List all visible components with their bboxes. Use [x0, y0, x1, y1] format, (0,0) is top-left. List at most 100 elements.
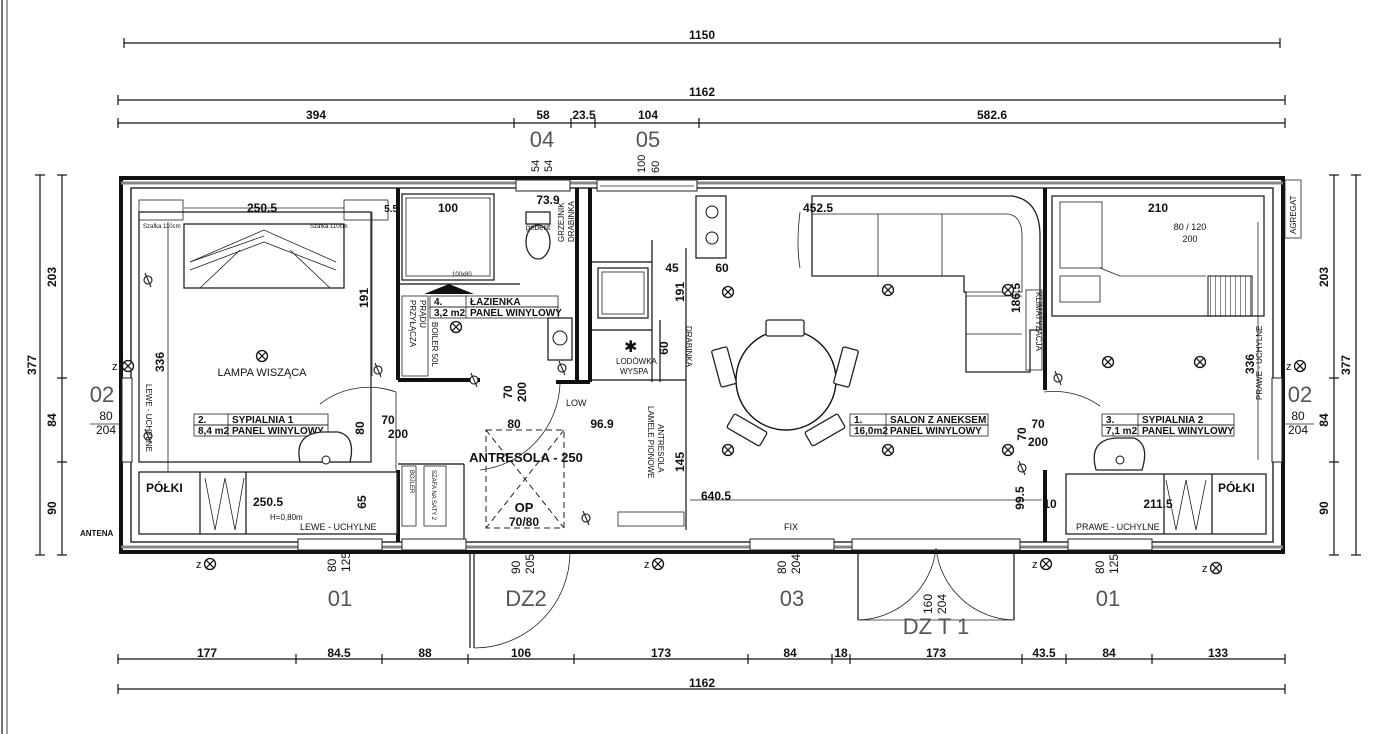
- svg-text:z: z: [1202, 563, 1208, 575]
- svg-text:90: 90: [509, 560, 523, 574]
- svg-text:191: 191: [357, 288, 371, 308]
- svg-text:z: z: [644, 559, 650, 571]
- svg-text:100: 100: [636, 155, 648, 173]
- svg-text:203: 203: [1317, 267, 1331, 287]
- svg-text:640.5: 640.5: [701, 489, 731, 503]
- dim-right: 203 84 90 377: [1317, 174, 1361, 556]
- svg-text:80: 80: [507, 417, 521, 431]
- living-room: 452.5 186.5 KLIMATYZACJA 1. SALON Z ANEK…: [690, 195, 1101, 532]
- svg-text:204: 204: [935, 594, 949, 614]
- svg-text:LEWE - UCHYLNE: LEWE - UCHYLNE: [300, 522, 377, 532]
- terrace-door-dzt1: 160 204 DZ T 1: [851, 538, 1021, 639]
- svg-text:125: 125: [339, 552, 353, 572]
- svg-text:173: 173: [651, 646, 671, 660]
- svg-text:177: 177: [197, 646, 217, 660]
- svg-text:SYPIALNIA 2: SYPIALNIA 2: [1142, 415, 1204, 426]
- svg-text:100x80: 100x80: [452, 272, 472, 278]
- window-02-right: [1271, 377, 1283, 463]
- svg-text:02: 02: [1288, 382, 1312, 407]
- svg-text:204: 204: [1288, 423, 1308, 437]
- svg-text:1162: 1162: [689, 676, 715, 690]
- svg-text:SZAFA NA SATY 2: SZAFA NA SATY 2: [430, 470, 436, 521]
- svg-text:200: 200: [388, 427, 408, 441]
- svg-text:70: 70: [1015, 427, 1029, 441]
- svg-text:03: 03: [780, 586, 804, 611]
- svg-text:211.5: 211.5: [1143, 497, 1173, 511]
- hall: 80 96.9 ANTRESOLA - 250 OP 70/80 LAMELE …: [401, 406, 687, 529]
- window-04: [515, 179, 571, 192]
- svg-text:KLIMATYZACJA: KLIMATYZACJA: [1034, 292, 1043, 352]
- svg-text:GRZEJNIK: GRZEJNIK: [557, 202, 566, 242]
- svg-text:WYSPA: WYSPA: [620, 367, 649, 376]
- svg-text:4.: 4.: [434, 297, 443, 308]
- window-05-code: 05: [636, 127, 660, 152]
- svg-text:2.: 2.: [198, 415, 207, 426]
- svg-text:452.5: 452.5: [803, 201, 833, 215]
- svg-text:80: 80: [99, 409, 113, 423]
- svg-text:PANEL WINYLOWY: PANEL WINYLOWY: [1142, 426, 1234, 437]
- svg-text:43.5: 43.5: [1032, 646, 1056, 660]
- svg-text:ŁAZIENKA: ŁAZIENKA: [470, 297, 521, 308]
- window-02-left: [121, 377, 133, 463]
- mezzanine-label: ANTRESOLA - 250: [469, 450, 583, 465]
- bedside-note: Szafka 110cm: [143, 224, 181, 230]
- svg-text:02: 02: [90, 382, 114, 407]
- generator-label: AGREGAT: [1289, 195, 1298, 234]
- svg-text:01: 01: [328, 586, 352, 611]
- svg-text:ANTRESOLA: ANTRESOLA: [656, 424, 665, 473]
- svg-text:106: 106: [511, 646, 531, 660]
- svg-text:PANEL WINYLOWY: PANEL WINYLOWY: [890, 426, 982, 437]
- svg-text:01: 01: [1096, 586, 1120, 611]
- svg-text:60: 60: [650, 161, 662, 173]
- svg-text:PANEL WINYLOWY: PANEL WINYLOWY: [232, 426, 324, 437]
- window-03: [749, 538, 835, 551]
- window-01-left: [297, 538, 383, 551]
- svg-text:160: 160: [921, 594, 935, 614]
- svg-text:73.9: 73.9: [536, 193, 560, 207]
- svg-text:16,0m2: 16,0m2: [854, 426, 888, 437]
- svg-text:Szafka 110cm: Szafka 110cm: [310, 224, 348, 230]
- interior-walls: [396, 188, 1047, 542]
- svg-text:58: 58: [536, 108, 550, 122]
- svg-text:PRĄDU: PRĄDU: [418, 300, 427, 328]
- svg-text:LOW: LOW: [566, 398, 587, 408]
- kitchen: 45 60 191 60 LODÓWKA WYSPA DRABINKA ✱: [597, 195, 729, 376]
- svg-text:205: 205: [523, 554, 537, 574]
- svg-text:z: z: [1286, 361, 1292, 373]
- svg-text:80: 80: [775, 560, 789, 574]
- svg-text:250.5: 250.5: [247, 201, 277, 215]
- bathroom: 100x80 100 5.5 73.9 geberit 4. ŁAZIENKA …: [384, 193, 587, 471]
- svg-text:DRABINKA: DRABINKA: [567, 200, 576, 242]
- svg-text:z: z: [196, 559, 202, 571]
- svg-text:88: 88: [418, 646, 432, 660]
- dim-top-overall: 1150: [123, 28, 1281, 48]
- dim-top-total: 1162: [117, 85, 1286, 105]
- svg-text:200: 200: [1028, 435, 1048, 449]
- svg-text:84.5: 84.5: [327, 646, 351, 660]
- svg-text:1150: 1150: [689, 28, 715, 42]
- svg-text:100: 100: [438, 201, 458, 215]
- svg-text:80 / 120: 80 / 120: [1174, 222, 1207, 232]
- svg-text:84: 84: [45, 413, 59, 427]
- lamp-label: LAMPA WISZĄCA: [217, 367, 307, 379]
- svg-text:84: 84: [783, 646, 797, 660]
- dim-left: 377 203 84 90: [25, 174, 67, 556]
- svg-text:PRAWE - UCHYLNE: PRAWE - UCHYLNE: [1255, 326, 1264, 400]
- window-05: [596, 179, 698, 192]
- svg-text:84: 84: [1317, 413, 1331, 427]
- window-04-code: 04: [530, 127, 554, 152]
- svg-text:geberit: geberit: [526, 223, 551, 232]
- svg-text:SYPIALNIA 1: SYPIALNIA 1: [232, 415, 294, 426]
- svg-text:200: 200: [1182, 234, 1197, 244]
- svg-text:80: 80: [325, 558, 339, 572]
- svg-text:80: 80: [1291, 409, 1305, 423]
- svg-text:377: 377: [25, 355, 39, 375]
- svg-text:SALON Z ANEKSEM: SALON Z ANEKSEM: [890, 415, 986, 426]
- bedroom-1: Szafka 110cm Szafka 110cm 250.5 191 336 …: [80, 199, 408, 538]
- svg-text:3.: 3.: [1106, 415, 1115, 426]
- svg-text:1162: 1162: [689, 85, 715, 99]
- svg-text:1.: 1.: [854, 415, 863, 426]
- shelves-label-left: PÓŁKI: [146, 480, 183, 495]
- svg-text:18: 18: [834, 646, 848, 660]
